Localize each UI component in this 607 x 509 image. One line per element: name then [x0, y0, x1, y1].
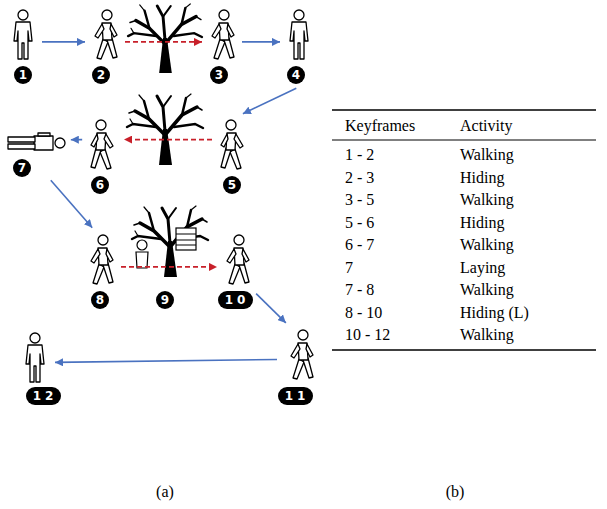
person-figure: [8, 9, 38, 61]
table-cell: 7 - 8: [345, 280, 374, 299]
table-cell: 7: [345, 258, 353, 277]
hidden-figure: [136, 240, 148, 268]
person-figure: [218, 119, 248, 171]
person-figure: [88, 119, 118, 171]
table-cell: 10 - 12: [345, 325, 390, 344]
callout-number: 3: [210, 66, 228, 84]
callout-number: 11: [278, 387, 313, 405]
keyframe: 6: [85, 115, 121, 197]
table-cell: Hiding (L): [460, 303, 529, 322]
person-figure: [284, 9, 314, 61]
keyframe: 9: [155, 290, 175, 310]
person-figure: [207, 9, 237, 61]
box: [176, 228, 196, 250]
table-cell: Walking: [460, 325, 514, 344]
callout-number: 8: [91, 291, 109, 309]
table-cell: Walking: [460, 145, 514, 164]
person-figure: [4, 130, 68, 156]
keyframe: 11: [280, 325, 320, 407]
table-cell: Hiding: [460, 168, 504, 187]
movement-arrow: [242, 41, 280, 43]
keyframe: 1: [7, 5, 39, 87]
hiding-path: [121, 266, 217, 268]
keyframe: 3: [205, 5, 239, 87]
table-cell: 6 - 7: [345, 235, 374, 254]
keyframe: 8: [84, 230, 118, 312]
movement-arrow: [256, 294, 286, 323]
callout-number: 9: [156, 291, 174, 309]
movement-arrow: [55, 359, 277, 362]
keyframe: 4: [283, 5, 315, 87]
table-header: Activity: [460, 116, 512, 135]
keyframe: 5: [215, 115, 251, 197]
callout-number: 10: [218, 291, 253, 309]
keyframe: 12: [18, 328, 52, 410]
keyframe: 7: [4, 120, 68, 178]
callout-number: 1: [14, 66, 32, 84]
table-rule: [332, 110, 596, 350]
movement-arrow: [42, 41, 85, 43]
keyframe: 10: [220, 230, 254, 312]
callout-number: 4: [287, 66, 305, 84]
hiding-path: [125, 41, 202, 43]
table-cell: Walking: [460, 235, 514, 254]
movement-arrow: [51, 180, 92, 227]
callout-number: 12: [26, 387, 61, 405]
table-cell: Hiding: [460, 213, 504, 232]
keyframe: 2: [88, 5, 122, 87]
callout-number: 2: [92, 66, 110, 84]
person-figure: [86, 234, 116, 286]
subfigure-label: (a): [156, 482, 174, 501]
table-cell: 1 - 2: [345, 145, 374, 164]
person-figure: [90, 9, 120, 61]
tree: [128, 4, 202, 73]
table-cell: 8 - 10: [345, 303, 382, 322]
person-figure: [286, 329, 316, 381]
hiding-path: [124, 139, 212, 141]
table-cell: 5 - 6: [345, 213, 374, 232]
callout-number: 7: [13, 159, 31, 177]
movement-arrow: [71, 139, 82, 141]
table-cell: 3 - 5: [345, 190, 374, 209]
callout-number: 6: [91, 176, 109, 194]
person-figure: [222, 234, 252, 286]
table-header: Keyframes: [345, 116, 415, 135]
person-figure: [20, 332, 50, 384]
movement-arrow: [243, 88, 296, 113]
subfigure-label: (b): [446, 482, 465, 501]
callout-number: 5: [223, 176, 241, 194]
table-cell: 2 - 3: [345, 168, 374, 187]
tree: [127, 94, 203, 165]
table-cell: Laying: [460, 258, 505, 277]
table-cell: Walking: [460, 190, 514, 209]
table-cell: Walking: [460, 280, 514, 299]
